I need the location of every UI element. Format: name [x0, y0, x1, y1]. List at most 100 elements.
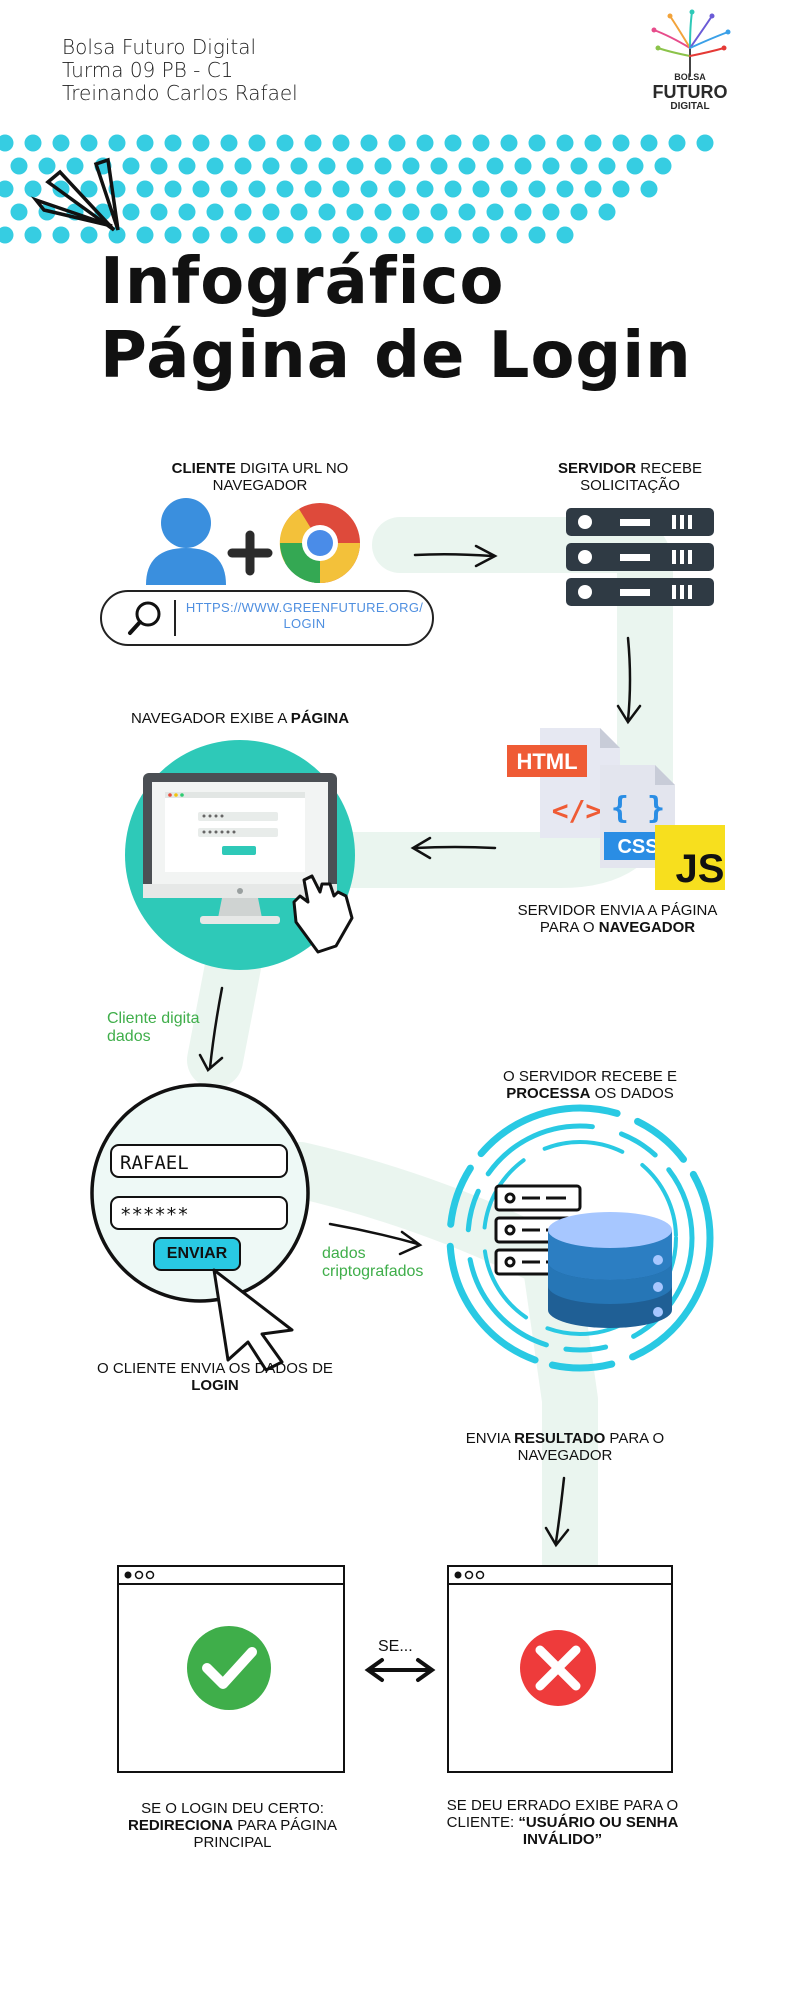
decorative-dot — [80, 180, 98, 198]
arrow-down-to-form — [198, 986, 224, 1072]
decorative-dot — [556, 134, 574, 152]
decorative-dot — [514, 203, 532, 221]
decorative-dot — [458, 157, 476, 175]
decorative-dot — [416, 226, 434, 244]
decorative-dot — [500, 226, 518, 244]
decorative-dot — [24, 180, 42, 198]
decorative-dot — [388, 134, 406, 152]
decorative-dot — [304, 134, 322, 152]
decorative-dot — [570, 157, 588, 175]
decorative-dot — [332, 134, 350, 152]
decorative-dot — [192, 134, 210, 152]
decorative-dot — [178, 203, 196, 221]
decorative-dot — [430, 157, 448, 175]
caption-login-success: SE O LOGIN DEU CERTO: REDIRECIONA PARA P… — [110, 1800, 355, 1851]
decorative-dot — [584, 134, 602, 152]
decorative-dot — [108, 134, 126, 152]
decorative-dot — [668, 134, 686, 152]
decorative-dot — [444, 226, 462, 244]
decorative-dot — [94, 203, 112, 221]
decorative-dot — [346, 157, 364, 175]
decorative-dot — [486, 203, 504, 221]
infographic-title: Infográfico Página de Login — [100, 245, 692, 393]
label-client-types-data: Cliente digita dados — [107, 1010, 200, 1045]
decorative-dot — [220, 134, 238, 152]
decorative-dot — [178, 157, 196, 175]
caption-pre: SE DEU ERRADO EXIBE PARA O CLIENTE: — [446, 1797, 679, 1831]
caption-pre: SERVIDOR ENVIA A PÁGINA PARA O — [517, 902, 718, 936]
title-line-2: Página de Login — [100, 319, 692, 393]
html-code-glyph: </> — [552, 794, 603, 827]
logo-text-middle: FUTURO — [652, 82, 728, 102]
decorative-dot — [556, 180, 574, 198]
caption-rest: PARA PÁGINA PRINCIPAL — [193, 1817, 337, 1851]
decorative-dot — [318, 157, 336, 175]
caption-rest: OS DADOS — [590, 1085, 674, 1102]
decorative-dot — [0, 180, 14, 198]
decorative-dot — [346, 203, 364, 221]
caption-bold: PROCESSA — [506, 1085, 591, 1102]
caption-bold: CLIENTE — [171, 460, 236, 477]
decorative-dot — [500, 134, 518, 152]
password-field[interactable]: ****** — [110, 1196, 288, 1230]
url-separator — [174, 600, 176, 636]
decorative-dot — [374, 157, 392, 175]
caption-rest: PARA O NAVEGADOR — [517, 1430, 665, 1464]
logo-tree-icon — [651, 9, 731, 77]
decorative-dot — [24, 226, 42, 244]
decorative-dot — [0, 134, 14, 152]
label-encrypted-data: dados criptografados — [322, 1245, 424, 1280]
cyan-dot-pattern — [0, 134, 714, 244]
decorative-dot — [430, 203, 448, 221]
error-x-icon — [520, 1630, 596, 1706]
decorative-dot — [528, 226, 546, 244]
decorative-dot — [136, 226, 154, 244]
decorative-dot — [150, 157, 168, 175]
arrow-down-to-result — [544, 1476, 570, 1548]
header-line-3: Treinando Carlos Rafael — [62, 81, 298, 105]
logo-text-top: BOLSA — [674, 72, 706, 82]
decorative-dot — [248, 134, 266, 152]
username-field[interactable]: RAFAEL — [110, 1144, 288, 1178]
decorative-dot — [10, 203, 28, 221]
decorative-dot — [598, 203, 616, 221]
caption-browser-shows-page: NAVEGADOR EXIBE A PÁGINA — [115, 710, 365, 727]
decorative-dot — [458, 203, 476, 221]
url-bar[interactable]: HTTPS://WWW.GREENFUTURE.ORG/ LOGIN — [100, 590, 434, 646]
decorative-dot — [234, 157, 252, 175]
caption-bold: RESULTADO — [514, 1430, 606, 1447]
decorative-dot — [332, 180, 350, 198]
header-text: Bolsa Futuro Digital Turma 09 PB - C1 Tr… — [62, 36, 298, 105]
decorative-dot — [164, 134, 182, 152]
decorative-dot — [164, 180, 182, 198]
decorative-dot — [38, 157, 56, 175]
decorative-dot — [360, 180, 378, 198]
css-label: CSS — [617, 836, 658, 858]
caption-send-result: ENVIA RESULTADO PARA O NAVEGADOR — [455, 1430, 675, 1464]
decorative-dot — [654, 157, 672, 175]
decorative-dot — [612, 180, 630, 198]
decorative-dot — [234, 203, 252, 221]
decorative-dot — [52, 226, 70, 244]
decorative-dot — [52, 134, 70, 152]
decorative-dot — [80, 134, 98, 152]
check-circle-icon — [187, 1626, 271, 1710]
arrow-to-browser — [410, 836, 497, 860]
decorative-dot — [360, 226, 378, 244]
decorative-dot — [10, 157, 28, 175]
decorative-dot — [472, 226, 490, 244]
title-line-1: Infográfico — [100, 245, 505, 319]
decorative-dot — [696, 134, 714, 152]
enviar-button[interactable]: ENVIAR — [153, 1237, 241, 1271]
url-text: HTTPS://WWW.GREENFUTURE.ORG/ LOGIN — [185, 600, 424, 631]
processing-rings — [446, 1104, 714, 1372]
decorative-dot — [220, 180, 238, 198]
decorative-dot — [570, 203, 588, 221]
decorative-dot — [472, 134, 490, 152]
caption-pre: O SERVIDOR RECEBE E — [503, 1068, 677, 1085]
decorative-dot — [514, 157, 532, 175]
